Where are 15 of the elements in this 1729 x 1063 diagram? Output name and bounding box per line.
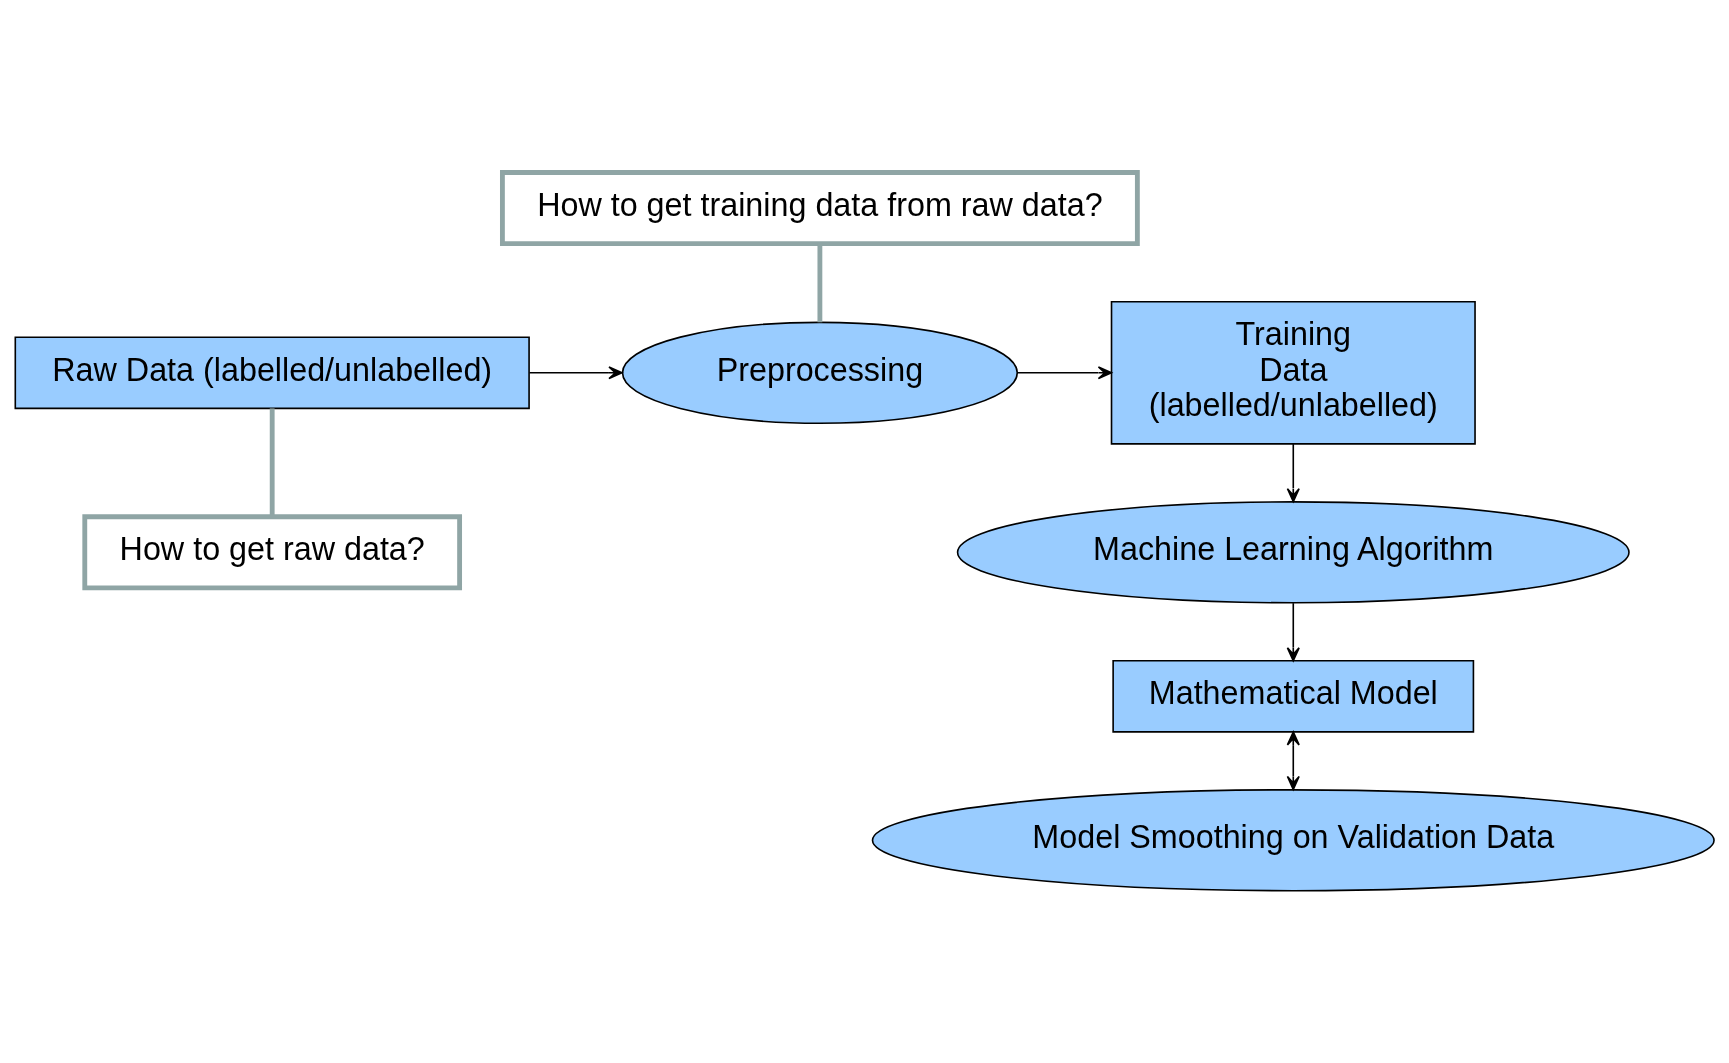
arrow bbox=[1286, 602, 1300, 662]
node-box: How to get raw data? bbox=[82, 514, 463, 591]
node-box: Training Data (labelled/unlabelled) bbox=[1110, 300, 1476, 445]
node-box: Mathematical Model bbox=[1112, 659, 1475, 733]
node-ellipse: Model Smoothing on Validation Data bbox=[871, 789, 1715, 892]
arrow bbox=[528, 366, 623, 380]
node-ellipse: Preprocessing bbox=[621, 321, 1019, 425]
node-ellipse: Machine Learning Algorithm bbox=[956, 501, 1630, 604]
connector bbox=[817, 243, 823, 323]
node-box: Raw Data (labelled/unlabelled) bbox=[14, 336, 530, 410]
arrow bbox=[1016, 366, 1113, 380]
arrow bbox=[1286, 443, 1300, 503]
connector bbox=[269, 408, 275, 517]
node-box: How to get training data from raw data? bbox=[500, 170, 1140, 246]
arrow bbox=[1286, 731, 1300, 791]
